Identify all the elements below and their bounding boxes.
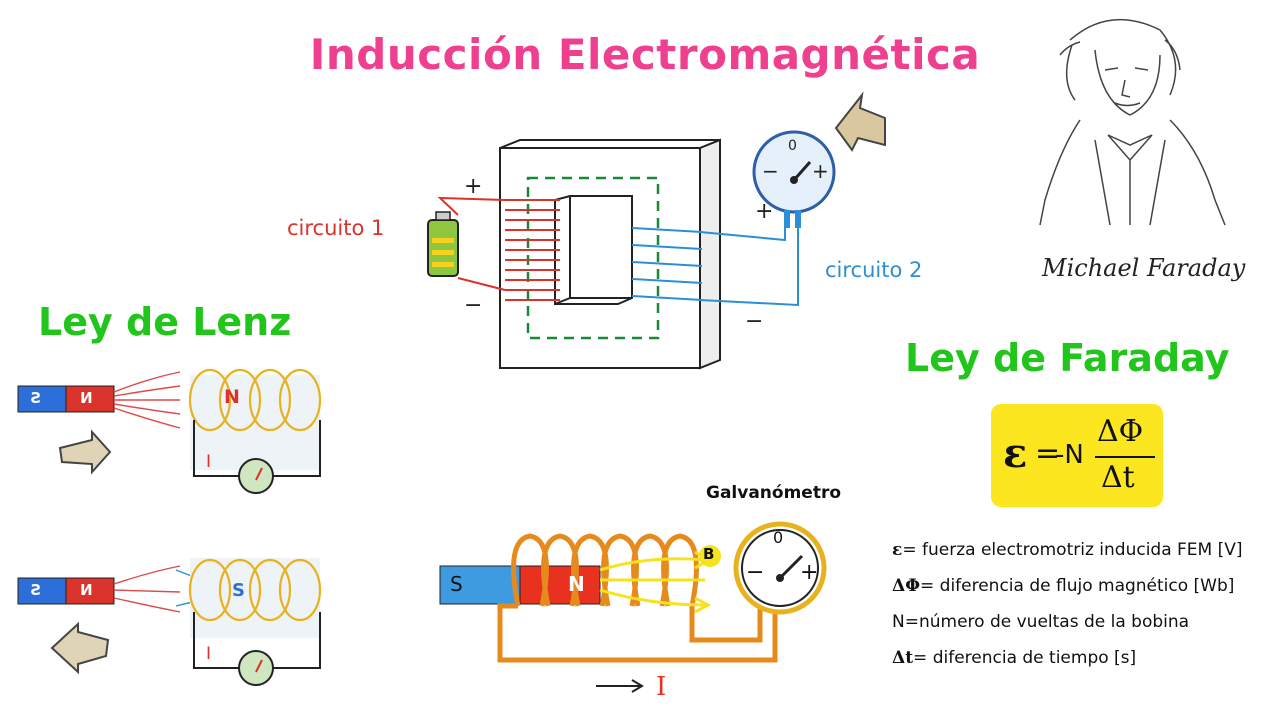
formula-denominator: Δt [1101,460,1135,495]
page-title: Inducción Electromagnética [309,30,981,79]
legend-symbol: ε [892,540,903,560]
magnet-south-label-bottom: S [30,581,41,599]
svg-text:+: + [812,159,829,183]
gauge-minus-label: − [746,560,765,585]
faraday-law-title: Ley de Faraday [905,336,1230,380]
formula-minus-n: -N [1055,440,1084,470]
coil-north-pole-label: N [224,386,240,408]
magnet-south-label-top: S [30,389,41,407]
arrow-right-icon [58,429,112,475]
formula-fraction-bar [1095,456,1155,458]
formula-emf-symbol: ε [1003,430,1028,477]
coil-south-pole-label: S [232,580,245,601]
galvanometer-label: Galvanómetro [706,483,842,503]
svg-text:−: − [745,309,763,334]
legend-text: N=número de vueltas de la bobina [892,612,1190,632]
galvanometer-top-icon: 0 − + [752,130,836,228]
svg-text:0: 0 [788,138,797,154]
scientist-name: Michael Faraday [1042,254,1246,282]
gauge-zero-label: 0 [773,528,784,547]
transformer-diagram: + − + − 0 − + [427,91,886,370]
formula-equals: = [1035,436,1061,471]
svg-text:−: − [464,293,482,318]
coil-galvanometer-diagram [439,521,827,693]
magnet-north-label-bottom: N [80,581,93,599]
bar-magnet-north-label: N [568,572,585,596]
legend-symbol: ΔΦ [892,576,920,596]
svg-text:+: + [755,199,773,224]
bar-magnet-south-label: S [450,572,463,596]
legend-item: Δt= diferencia de tiempo [s] [892,646,1272,682]
arrow-left-icon [50,621,110,675]
battery-icon [427,219,459,277]
pointer-arrow-icon [834,91,886,152]
current-label-bottom: I [206,644,212,664]
svg-text:+: + [464,174,482,199]
lenz-diagram-top [17,368,322,494]
legend-text: = fuerza electromotriz inducida FEM [V] [902,540,1243,560]
lenz-diagram-bottom [17,558,322,686]
faraday-formula-box: ε = -N ΔΦ Δt [991,404,1163,507]
formula-numerator: ΔΦ [1097,414,1144,449]
gauge-plus-label: + [800,560,819,585]
legend-symbol: Δt [892,648,914,668]
magnetic-field-label: B [703,545,715,563]
svg-text:−: − [762,159,779,183]
lenz-law-title: Ley de Lenz [38,300,292,344]
legend-text: = diferencia de tiempo [s] [913,648,1137,668]
circuit1-label: circuito 1 [287,216,385,240]
formula-legend: ε= fuerza electromotriz inducida FEM [V]… [892,538,1272,682]
circuit2-label: circuito 2 [825,258,923,282]
legend-item: ε= fuerza electromotriz inducida FEM [V] [892,538,1272,574]
legend-item: ΔΦ= diferencia de flujo magnético [Wb] [892,574,1272,610]
legend-item: N=número de vueltas de la bobina [892,610,1272,646]
legend-text: = diferencia de flujo magnético [Wb] [920,576,1235,596]
magnet-north-label-top: N [80,389,93,407]
induced-current-label: I [656,672,667,702]
faraday-portrait [1039,18,1226,226]
current-label-top: I [206,452,212,472]
